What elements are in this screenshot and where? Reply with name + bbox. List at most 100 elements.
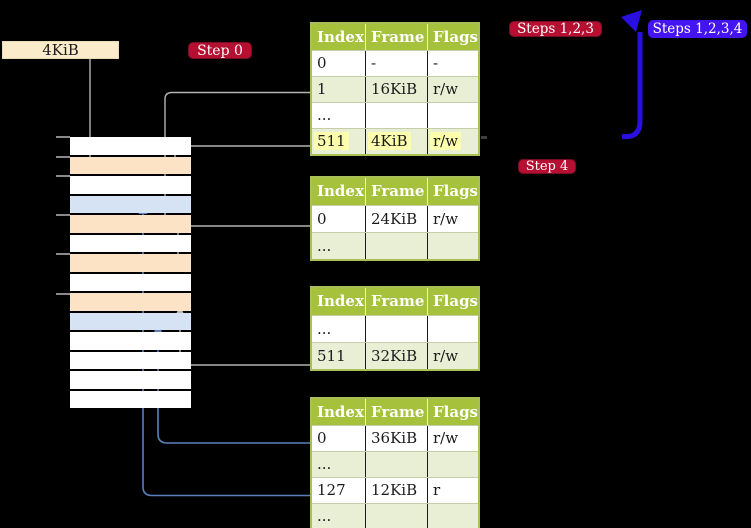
table-cell: -: [366, 51, 428, 76]
memory-tick: [56, 292, 70, 295]
memory-row: [70, 312, 191, 330]
page-table-1: Index Frame Flags 0 - - 1 16KiB r/w ... …: [310, 22, 480, 156]
table-cell: 127: [312, 478, 366, 503]
memory-row: [70, 254, 191, 272]
memory-row: [70, 215, 191, 233]
memory-row: [70, 176, 191, 194]
highlight: r/w: [430, 132, 462, 150]
table-cell: 32KiB: [366, 343, 428, 369]
table-row: 0 24KiB r/w: [312, 205, 478, 232]
table-cell: ...: [312, 316, 366, 342]
table-cell: [428, 233, 478, 259]
table-header-cell: Frame: [366, 288, 428, 315]
table-header-cell: Index: [312, 399, 366, 425]
memory-tick: [56, 136, 70, 138]
memory-row: [70, 195, 191, 213]
table-row: 0 - -: [312, 50, 478, 76]
table-header-cell: Flags: [433, 403, 478, 421]
table-header-cell: Frame: [366, 24, 428, 50]
table-cell: ...: [312, 233, 366, 259]
table-row: ...: [312, 232, 478, 259]
table-header-cell: Flags: [433, 28, 478, 46]
faint-line-fragment: [481, 136, 487, 139]
table-cell: 12KiB: [366, 478, 428, 503]
table-header-row: Index Frame Flags: [312, 288, 478, 315]
table-row-highlighted: 511 4KiB r/w: [312, 128, 478, 154]
table-cell: 24KiB: [366, 206, 428, 232]
table-row: 1 16KiB r/w: [312, 76, 478, 102]
table-cell: 511: [312, 129, 366, 154]
table-cell: ...: [312, 452, 366, 477]
memory-row: [70, 390, 191, 408]
table-header-cell: Frame: [366, 399, 428, 425]
table-cell: [366, 504, 428, 528]
table-cell: [366, 452, 428, 477]
table-header-row: Index Frame Flags: [312, 24, 478, 50]
table-cell: r/w: [428, 129, 478, 154]
badge-steps-1-2-3-4: Steps 1,2,3,4: [648, 20, 747, 38]
memory-row: [70, 234, 191, 252]
table-cell: ...: [312, 504, 366, 528]
table-cell: 16KiB: [366, 77, 428, 102]
thick-arrowhead-up-left-icon: [621, 10, 642, 32]
memory-tick: [56, 175, 70, 177]
table-header-cell: Frame: [366, 178, 428, 205]
memory-row: [70, 332, 191, 350]
table-header-cell: Flags: [433, 292, 478, 310]
table-cell: r/w: [433, 347, 459, 365]
table-cell: [366, 233, 428, 259]
memory-tick: [56, 155, 70, 158]
table-cell: r/w: [433, 429, 459, 447]
table-row: 0 36KiB r/w: [312, 425, 478, 451]
highlight: 511: [314, 132, 349, 150]
table-cell: r: [433, 481, 441, 499]
memory-column: [70, 137, 191, 410]
table-header-cell: Index: [312, 178, 366, 205]
highlight: 4KiB: [368, 132, 411, 150]
table-cell: 1: [312, 77, 366, 102]
table-row: ...: [312, 503, 478, 528]
table-row: ...: [312, 315, 478, 342]
memory-row: [70, 137, 191, 155]
table-cell: 0: [312, 426, 366, 451]
table-row: 127 12KiB r: [312, 477, 478, 503]
table-cell: [428, 504, 478, 528]
table-row: ...: [312, 451, 478, 477]
memory-row: [70, 273, 191, 291]
page-table-4: Index Frame Flags 0 36KiB r/w ... 127 12…: [310, 397, 480, 528]
badge-steps-1-2-3: Steps 1,2,3: [509, 21, 602, 37]
table-cell: -: [433, 54, 439, 72]
table-cell: ...: [312, 103, 366, 128]
table-cell: [366, 316, 428, 342]
page-table-2: Index Frame Flags 0 24KiB r/w ...: [310, 176, 480, 261]
table-row: 511 32KiB r/w: [312, 342, 478, 369]
table-header-cell: Index: [312, 24, 366, 50]
table-header-cell: Index: [312, 288, 366, 315]
table-cell: [428, 103, 478, 128]
table-cell: r/w: [433, 80, 459, 98]
page-size-label: 4KiB: [2, 41, 119, 59]
memory-row: [70, 371, 191, 389]
table-header-row: Index Frame Flags: [312, 178, 478, 205]
table-header-cell: Flags: [433, 182, 478, 200]
memory-tick: [56, 253, 70, 255]
badge-step-0: Step 0: [188, 42, 252, 59]
memory-row: [70, 293, 191, 311]
table-row: ...: [312, 102, 478, 128]
table-cell: [428, 316, 478, 342]
page-table-3: Index Frame Flags ... 511 32KiB r/w: [310, 286, 480, 371]
table-header-row: Index Frame Flags: [312, 399, 478, 425]
table-cell: [366, 103, 428, 128]
memory-row: [70, 351, 191, 369]
table-cell: 4KiB: [366, 129, 428, 154]
thick-loop-arrow: [622, 32, 643, 139]
table-cell: 36KiB: [366, 426, 428, 451]
badge-step-4: Step 4: [518, 159, 576, 174]
table-cell: 511: [312, 343, 366, 369]
table-cell: 0: [312, 51, 366, 76]
table-cell: [428, 452, 478, 477]
table-cell: r/w: [433, 210, 459, 228]
table-cell: 0: [312, 206, 366, 232]
memory-row: [70, 156, 191, 174]
